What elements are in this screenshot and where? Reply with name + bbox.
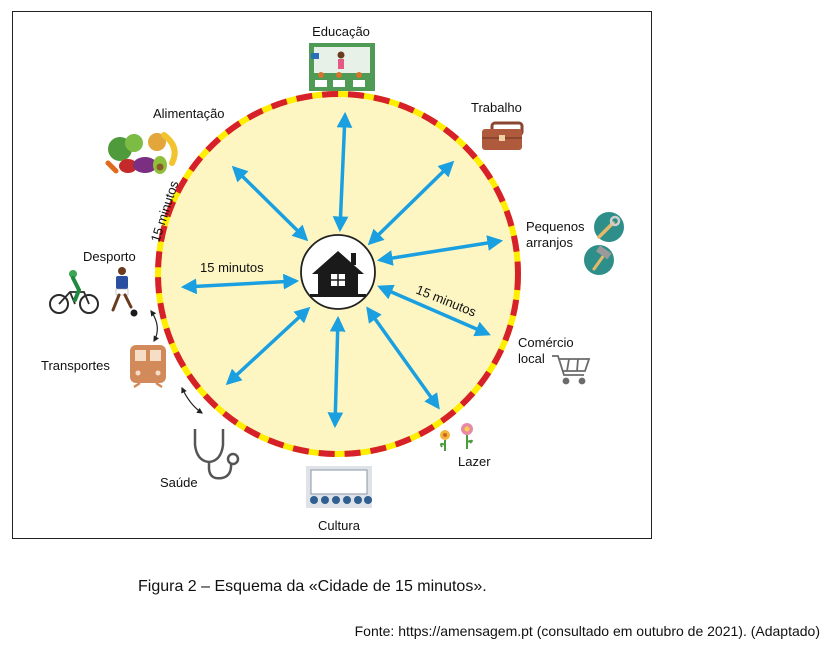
classroom-icon: [309, 43, 375, 91]
label-lazer: Lazer: [458, 454, 491, 469]
label-comercio-line2: local: [518, 351, 545, 366]
arrow-trabalho: [367, 160, 455, 246]
hammer-icon: [584, 245, 614, 275]
flowers-icon: [440, 423, 473, 451]
label-alimentacao: Alimentação: [153, 106, 225, 121]
figure-source: Fonte: https://amensagem.pt (consultado …: [354, 623, 820, 639]
arrow-alimentacao: [231, 165, 309, 242]
wrench-icon: [594, 212, 624, 242]
label-educacao: Educação: [312, 24, 370, 39]
arrow-cultura: [327, 315, 346, 429]
shopping-cart-icon: [552, 355, 591, 385]
cinema-audience-icon: [306, 466, 372, 508]
label-saude: Saúde: [160, 475, 198, 490]
house-icon: [300, 234, 376, 310]
city-ring-red: [155, 91, 521, 457]
label-cultura: Cultura: [318, 518, 361, 533]
arrows: [180, 111, 504, 429]
arrow-transportes: [225, 306, 311, 386]
train-icon: [130, 345, 166, 389]
label-comercio-line1: Comércio: [518, 335, 574, 350]
label-trabalho: Trabalho: [471, 100, 522, 115]
label-transportes: Transportes: [41, 358, 110, 373]
briefcase-icon: [482, 121, 524, 150]
distance-label-left: 15 minutos: [200, 260, 264, 275]
stethoscope-icon: [193, 429, 240, 480]
link-desporto-transportes: [150, 310, 159, 343]
arrow-pequenos: [376, 235, 504, 266]
cyclist-icon: [49, 270, 99, 314]
label-pequenos-line2: arranjos: [526, 235, 573, 250]
link-transportes-saude: [181, 386, 203, 414]
label-pequenos-line1: Pequenos: [526, 219, 585, 234]
label-desporto: Desporto: [83, 249, 136, 264]
figure-caption: Figura 2 – Esquema da «Cidade de 15 minu…: [138, 578, 487, 595]
vegetables-icon: [105, 132, 178, 174]
city-diagram: 15 minutos 15 minutos 15 minutos Educaçã…: [41, 24, 624, 533]
arrow-lazer: [366, 306, 440, 410]
diagram-frame: [12, 11, 652, 539]
arrow-educacao: [332, 111, 353, 233]
arrow-desporto: [180, 273, 300, 295]
football-player-icon: [111, 267, 138, 317]
